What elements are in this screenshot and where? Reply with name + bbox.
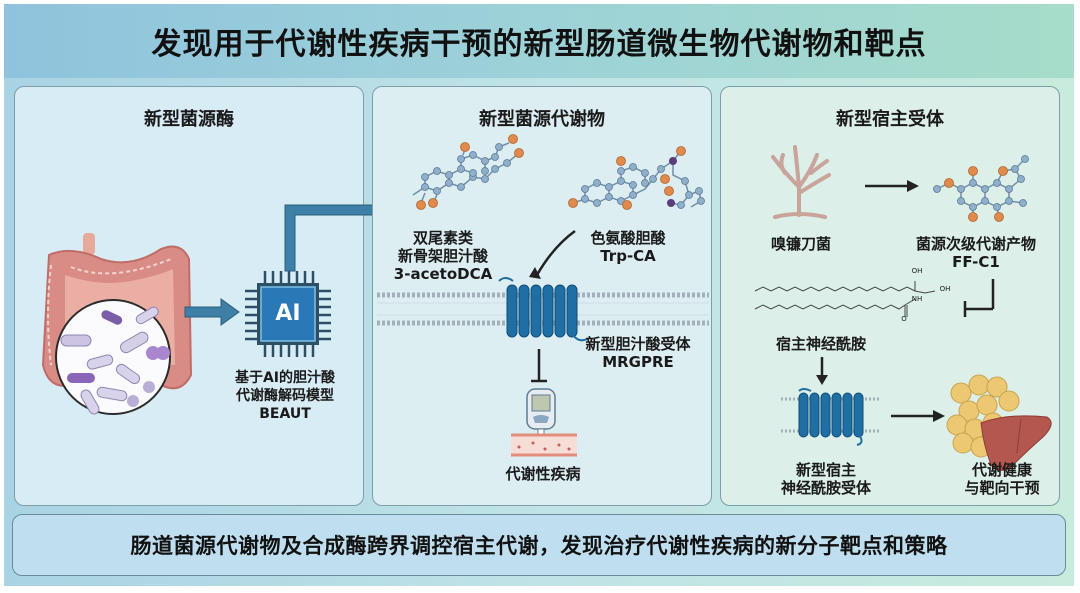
ff-c1-line-2: FF-C1 [952, 253, 1000, 271]
arrow-ceramide-to-receptor-icon [816, 357, 828, 385]
fusarium-fungus-icon [771, 145, 831, 219]
arrow-to-ai-icon [184, 298, 240, 326]
figure-canvas: 发现用于代谢性疾病干预的新型肠道微生物代谢物和靶点 新型菌源酶 [4, 4, 1074, 586]
panel-title-right: 新型宿主受体 [836, 109, 944, 130]
ceramide-nh: NH [911, 295, 923, 303]
ff-c1-label: 菌源次级代谢产物 FF-C1 [901, 235, 1051, 271]
beaut-line-2: 代谢酶解码模型 [236, 388, 334, 404]
health-line-2: 与靶向干预 [964, 479, 1040, 497]
arrow-receptor-to-health-icon [891, 410, 945, 422]
beaut-model-label: 基于AI的胆汁酸 代谢酶解码模型 BEAUT [215, 369, 355, 423]
arrow-fungus-to-metabolite-icon [865, 180, 919, 192]
molecule-ff-c1-icon [933, 155, 1029, 222]
metabolic-disease-label: 代谢性疾病 [505, 465, 581, 483]
metabolite-trp-ca-label: 色氨酸胆酸 Trp-CA [573, 229, 683, 265]
ceramide-oh-2: OH [939, 285, 951, 293]
metabolite1-line-2: 新骨架胆汁酸 [397, 247, 488, 265]
summary-text: 肠道菌源代谢物及合成酶跨界调控宿主代谢，发现治疗代谢性疾病的新分子靶点和策略 [130, 534, 948, 558]
ceramide-structure-icon [754, 281, 936, 317]
panel-title-middle: 新型菌源代谢物 [479, 109, 605, 130]
receptor-line-1: 新型胆汁酸受体 [585, 335, 691, 353]
title-bar: 发现用于代谢性疾病干预的新型肠道微生物代谢物和靶点 [4, 4, 1074, 78]
curved-arrow-icon [529, 229, 576, 279]
inhibition-ff-c1-icon [963, 279, 995, 317]
metabolite1-line-3: 3-acetoDCA [393, 265, 493, 283]
bacteria-magnifier-icon [55, 299, 171, 415]
ai-chip-label: AI [275, 301, 301, 326]
metabolic-health-label: 代谢健康 与靶向干预 [947, 461, 1057, 497]
panel-bacterial-enzyme: 新型菌源酶 [14, 86, 410, 506]
host-receptor-label: 新型宿主 神经酰胺受体 [761, 461, 891, 497]
panel-host-receptors: 新型宿主受体 [720, 86, 1060, 506]
ai-chip-icon [245, 271, 331, 357]
metabolite-3-acetodca-label: 双尾素类 新骨架胆汁酸 3-acetoDCA [383, 229, 503, 283]
fusarium-label: 嗅镰刀菌 [770, 235, 831, 253]
blood-vessel-icon [511, 433, 577, 457]
receptor-mrgpre-icon [498, 277, 588, 342]
metabolite1-line-1: 双尾素类 [412, 229, 473, 247]
inhibition-icon [531, 349, 547, 383]
beaut-line-3: BEAUT [259, 406, 311, 422]
molecule-trp-ca-icon [568, 146, 705, 210]
host-receptor-line-2: 神经酰胺受体 [780, 479, 871, 497]
molecule-3-acetodca-icon [412, 134, 524, 210]
metabolite2-line-2: Trp-CA [600, 247, 656, 265]
host-receptor-line-1: 新型宿主 [795, 461, 856, 479]
receptor-mrgpre-label: 新型胆汁酸受体 MRGPRE [573, 335, 703, 371]
metabolite2-line-1: 色氨酸胆酸 [590, 229, 666, 247]
summary-bar: 肠道菌源代谢物及合成酶跨界调控宿主代谢，发现治疗代谢性疾病的新分子靶点和策略 [12, 514, 1066, 576]
ceramide-o: O [901, 315, 907, 323]
panel-bacterial-metabolites: 新型菌源代谢物 [372, 86, 712, 506]
health-line-1: 代谢健康 [971, 461, 1032, 479]
ceramide-oh-1: OH [911, 267, 923, 275]
host-ceramide-label: 宿主神经酰胺 [775, 335, 866, 353]
glucometer-icon [526, 388, 556, 437]
panel-title-left: 新型菌源酶 [144, 109, 234, 130]
host-ceramide-receptor-icon [781, 388, 881, 446]
adipose-liver-icon [946, 374, 1052, 471]
figure-title: 发现用于代谢性疾病干预的新型肠道微生物代谢物和靶点 [151, 27, 927, 62]
ff-c1-line-1: 菌源次级代谢产物 [915, 235, 1036, 253]
beaut-line-1: 基于AI的胆汁酸 [234, 370, 336, 386]
receptor-line-2: MRGPRE [602, 353, 674, 371]
